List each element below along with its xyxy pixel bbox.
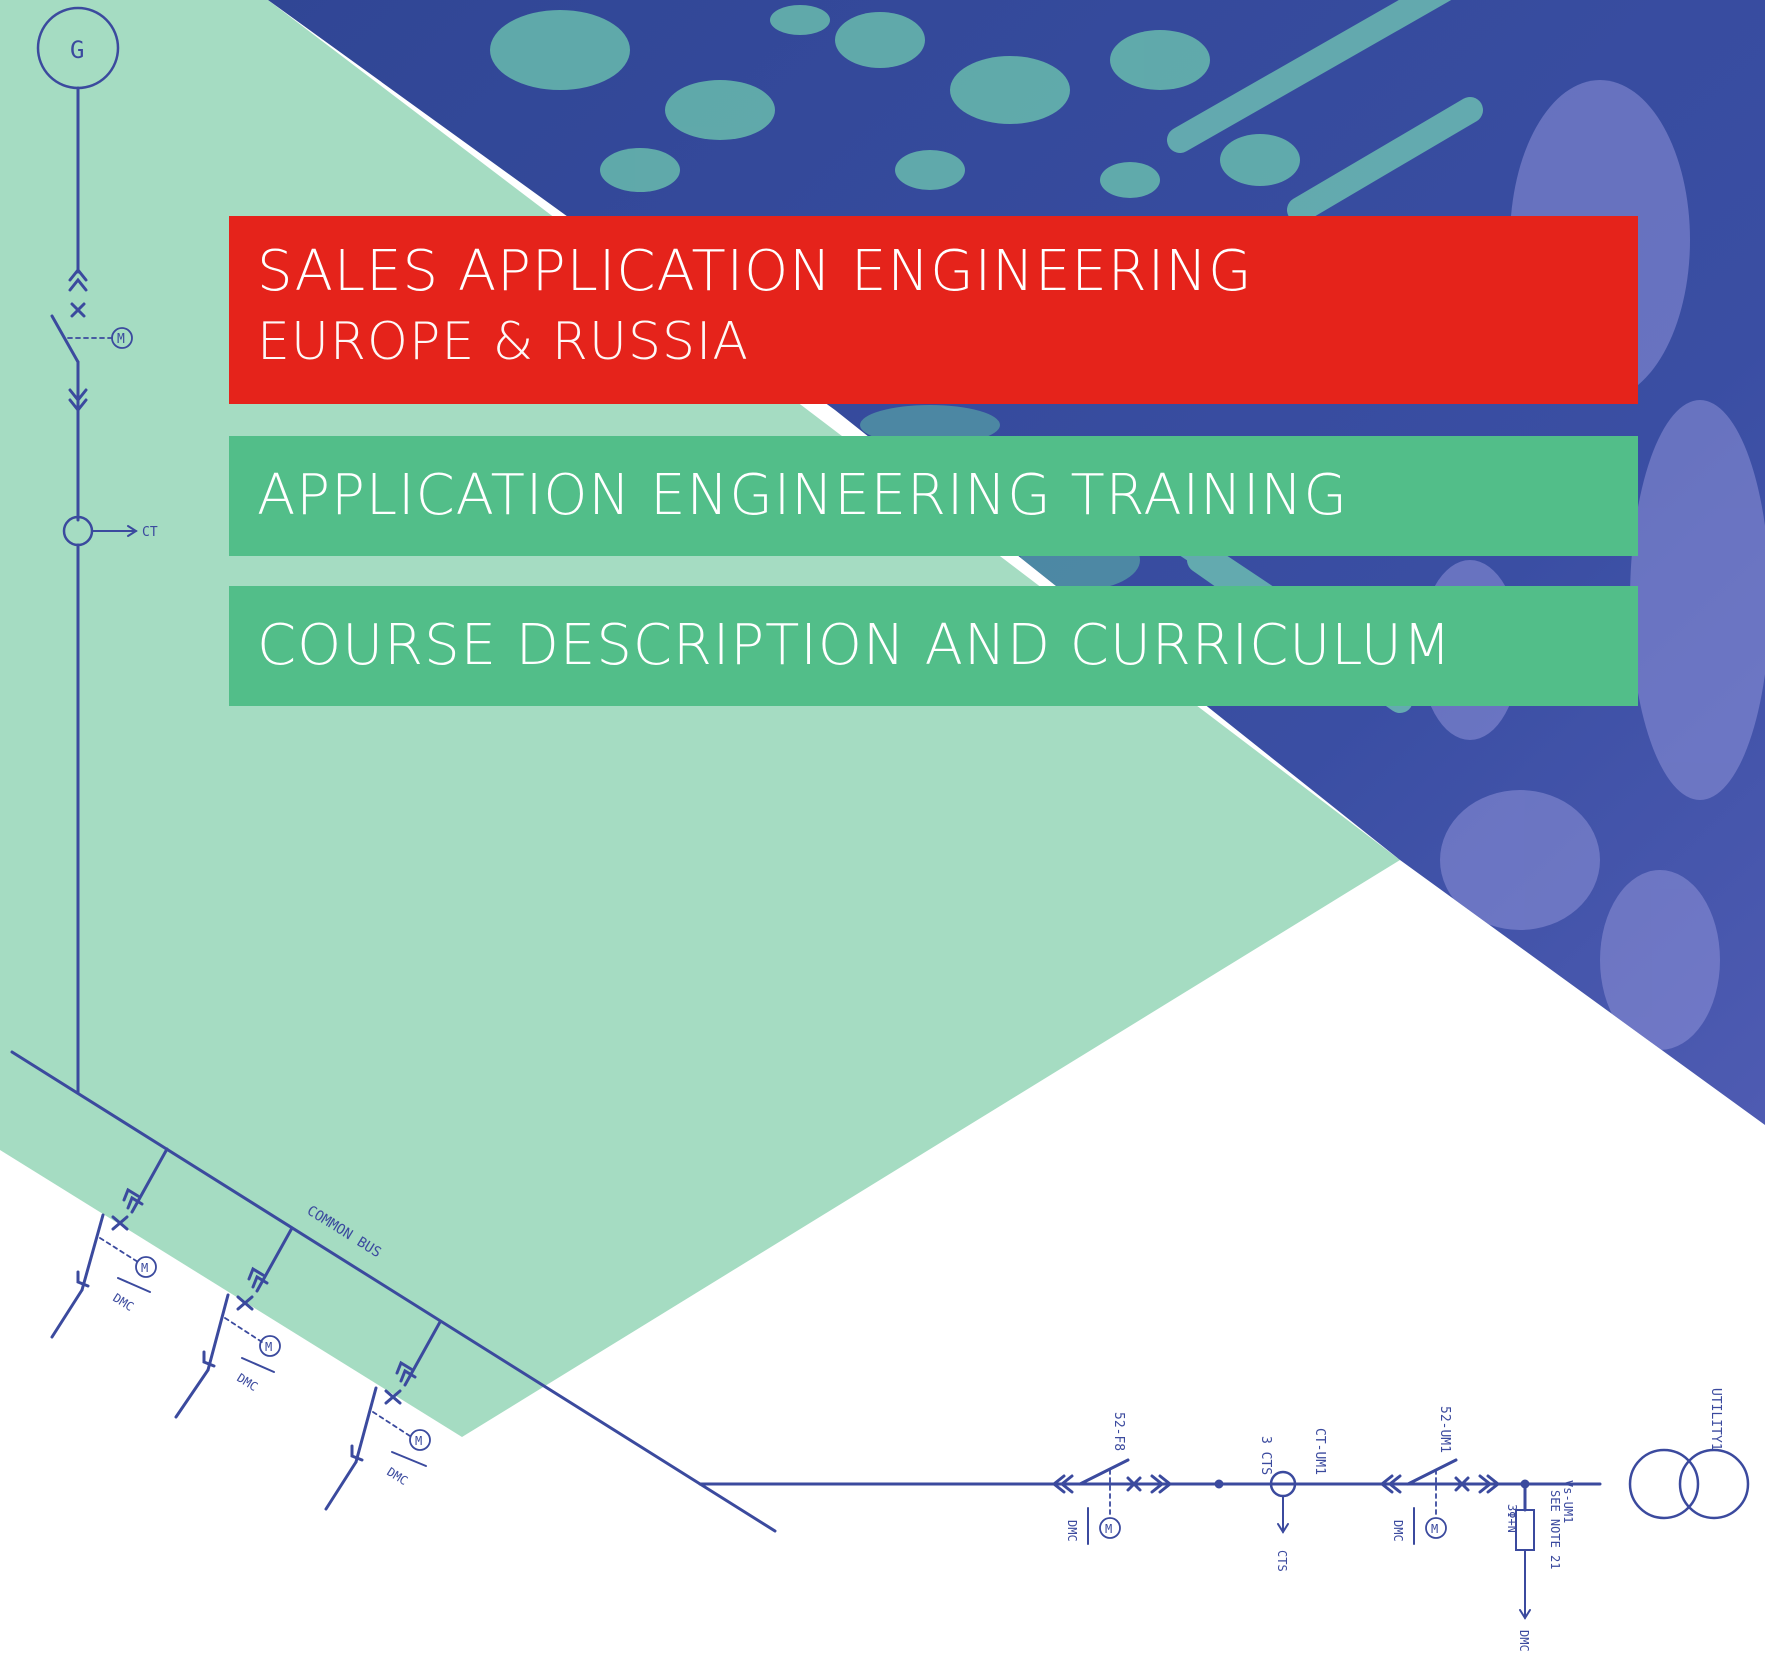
dmc-label: DMC [110, 1291, 136, 1314]
dmc-label: DMC [1517, 1630, 1531, 1652]
dmc-label: DMC [1391, 1520, 1405, 1542]
training-title: APPLICATION ENGINEERING TRAINING [257, 463, 1348, 528]
motor-label: M [141, 1261, 148, 1275]
single-line-diagram [10, 6, 1750, 1620]
generator-label: G [70, 36, 84, 64]
three-cts-label: 3 CTS [1258, 1436, 1273, 1475]
cts-label: CTS [1275, 1550, 1289, 1572]
ct-um1-label: CT-UM1 [1312, 1428, 1327, 1475]
dmc-label: DMC [1065, 1520, 1079, 1542]
see-note-label: SEE NOTE 21 [1548, 1490, 1562, 1569]
course-banner: COURSE DESCRIPTION AND CURRICULUM [229, 586, 1638, 706]
utility-transformer-symbol [1628, 1448, 1700, 1520]
dmc-label: DMC [234, 1371, 260, 1394]
training-banner: APPLICATION ENGINEERING TRAINING [229, 436, 1638, 556]
title-banner: SALES APPLICATION ENGINEERING EUROPE & R… [229, 216, 1638, 404]
breaker-um1-label: 52-UM1 [1437, 1406, 1452, 1453]
motor-label: M [415, 1434, 422, 1448]
main-title: SALES APPLICATION ENGINEERING [257, 239, 1253, 304]
utility-label: UTILITY1 [1708, 1388, 1723, 1451]
motor-label: M [117, 332, 125, 347]
motor-label: M [1105, 1522, 1112, 1536]
dmc-label: DMC [384, 1465, 410, 1488]
motor-label: M [265, 1340, 272, 1354]
region-subtitle: EUROPE & RUSSIA [257, 312, 749, 372]
motor-label: M [1431, 1522, 1438, 1536]
common-bus-line [10, 1050, 777, 1533]
breaker-f8-label: 52-F8 [1111, 1412, 1126, 1451]
three-phase-label: 3Φ+N [1505, 1504, 1519, 1533]
course-title: COURSE DESCRIPTION AND CURRICULUM [257, 613, 1452, 678]
vs-um1-label: Vs-UM1 [1561, 1480, 1575, 1523]
ct-label: CT [142, 525, 158, 540]
